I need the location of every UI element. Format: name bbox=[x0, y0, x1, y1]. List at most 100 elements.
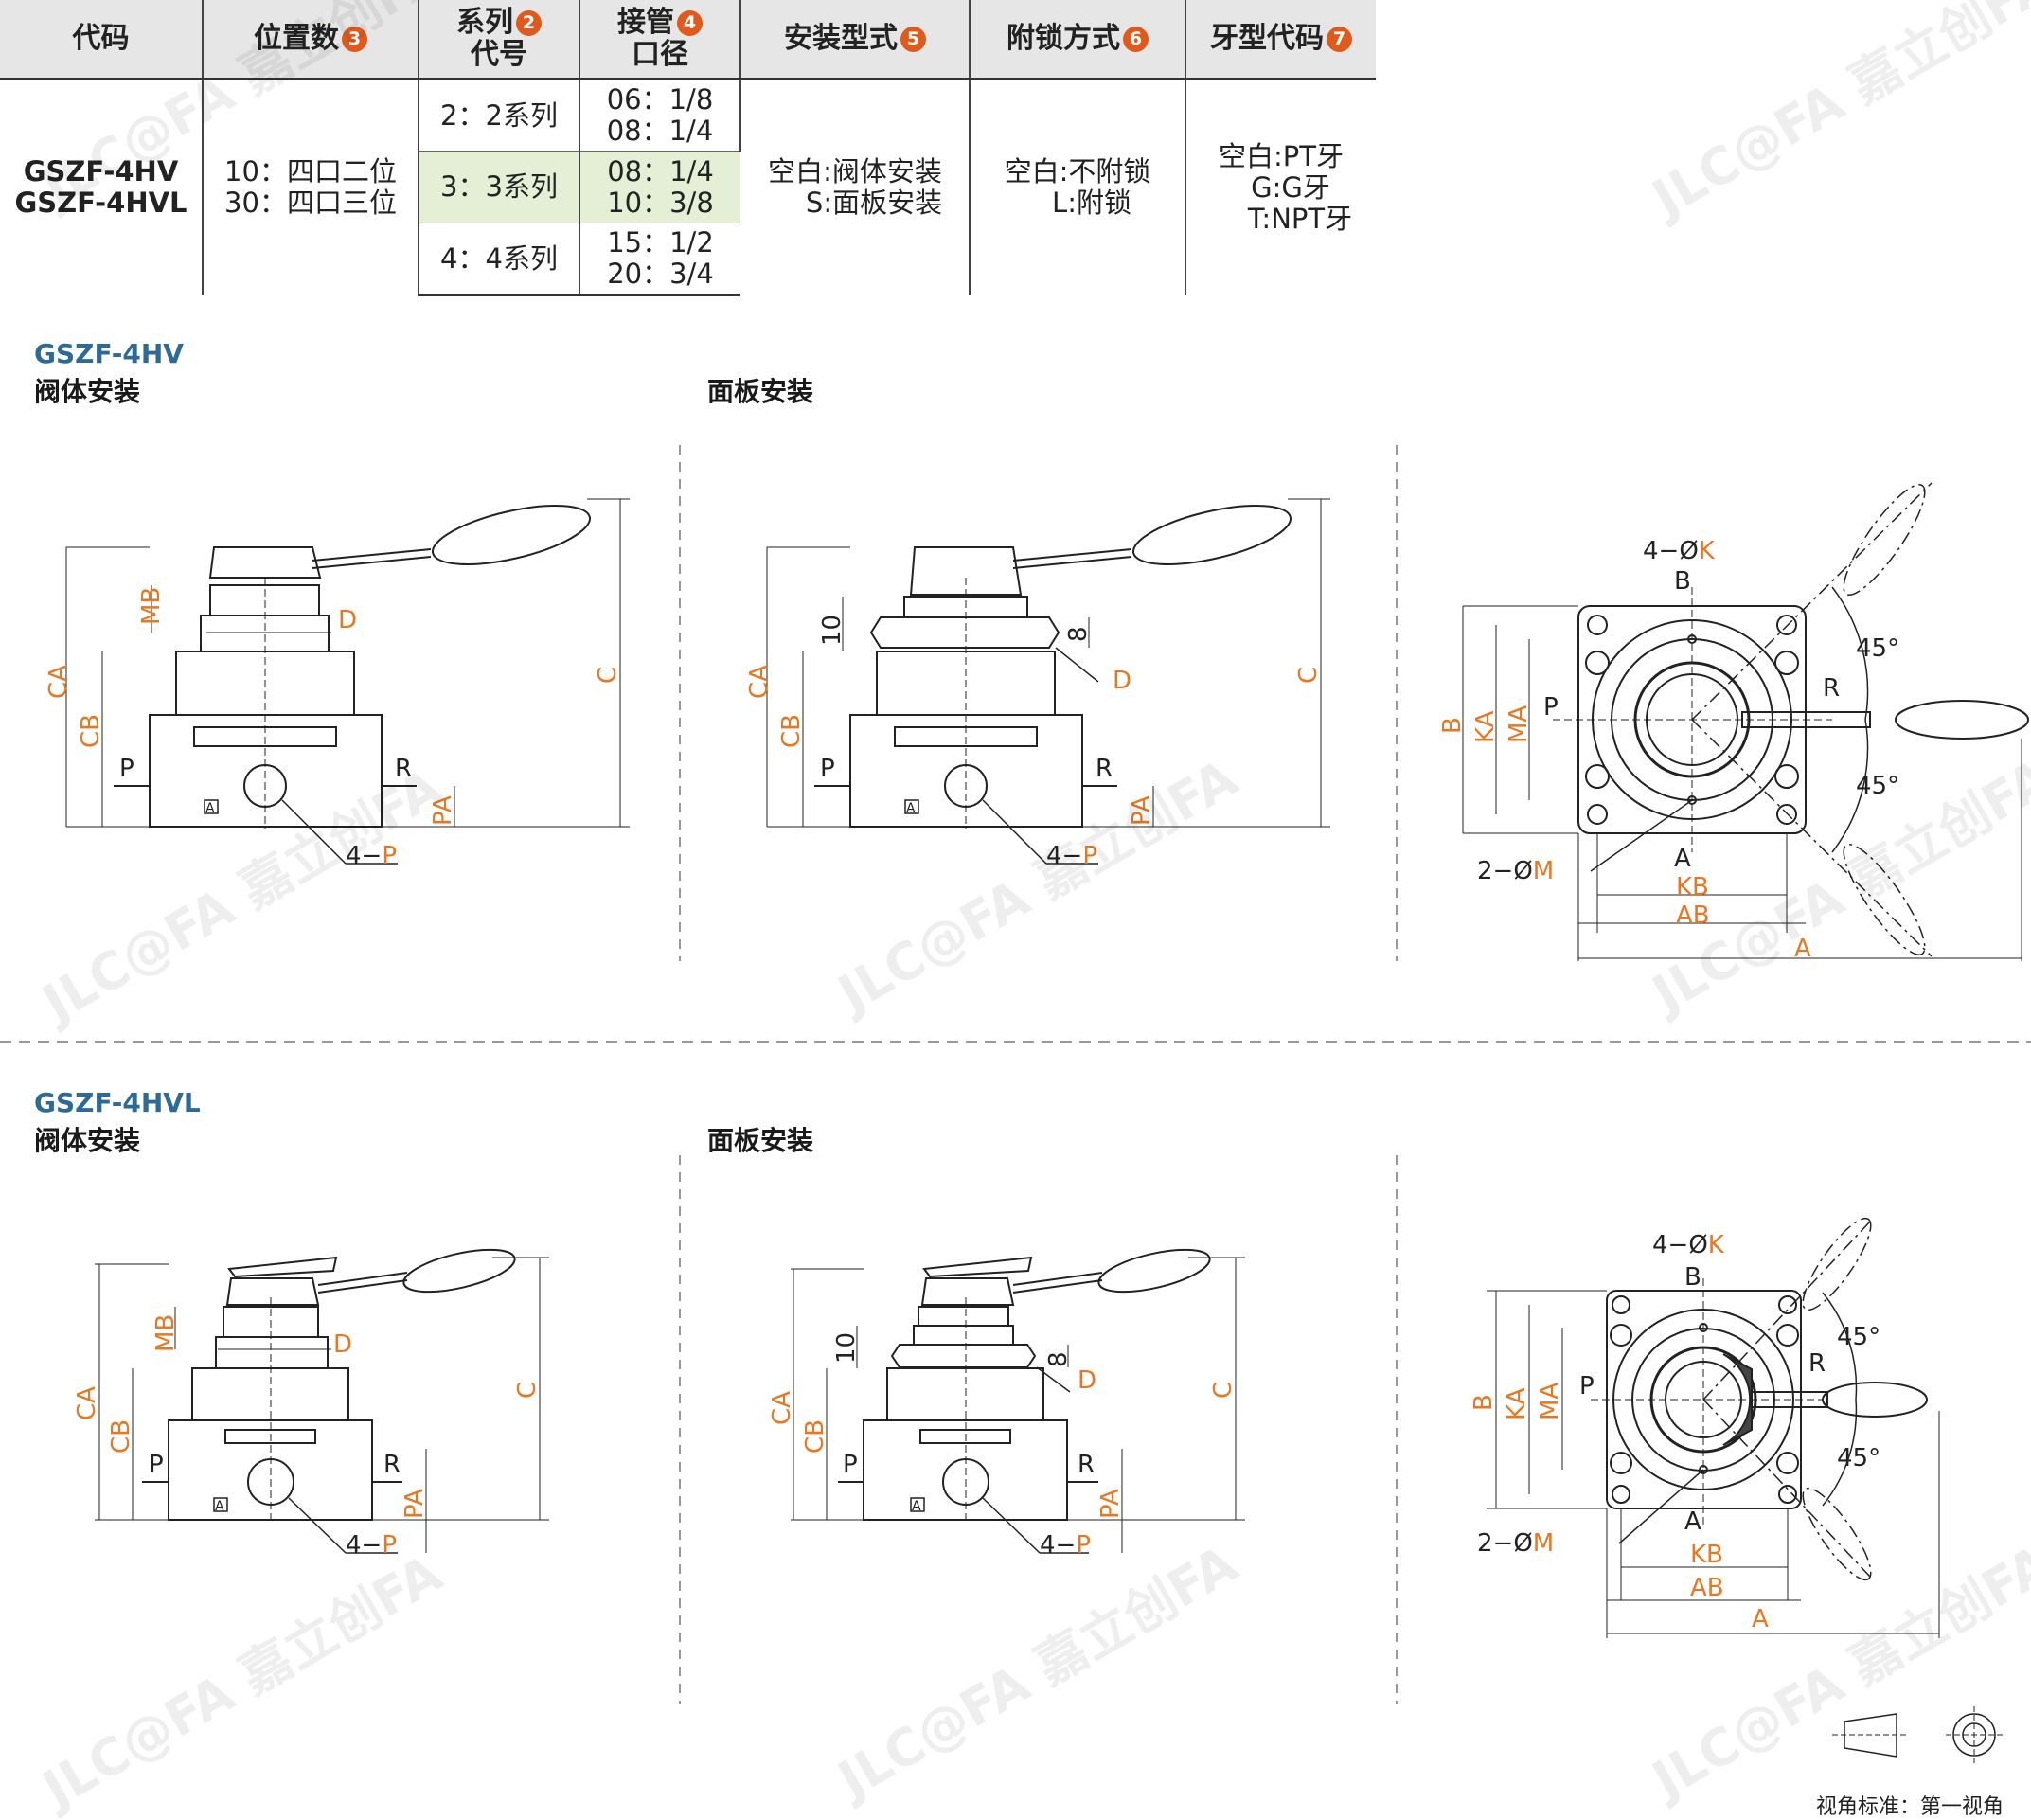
dim-a: A bbox=[1794, 935, 1811, 963]
svg-text:JLC@FA 嘉立创FA: JLC@FA 嘉立创FA bbox=[30, 0, 453, 221]
dim-8: 8 bbox=[1044, 1351, 1073, 1367]
dim-ca: CA bbox=[745, 665, 774, 699]
dim-pa: PA bbox=[401, 1489, 429, 1519]
port-a-label: A bbox=[1674, 845, 1691, 873]
dim-cb: CB bbox=[77, 714, 105, 748]
svg-text:JLC@FA 嘉立创FA: JLC@FA 嘉立创FA bbox=[30, 1543, 453, 1818]
angle-45: 45° bbox=[1837, 1444, 1880, 1472]
port-p-label: P bbox=[843, 1451, 858, 1479]
dim-cb: CB bbox=[777, 714, 806, 748]
hole-k-callout: 4−ØK bbox=[1652, 1231, 1725, 1259]
svg-text:JLC@FA 嘉立创FA: JLC@FA 嘉立创FA bbox=[826, 1534, 1248, 1812]
dim-kb: KB bbox=[1676, 873, 1709, 901]
box-mark: A bbox=[912, 1499, 921, 1514]
dim-ka: KA bbox=[1471, 710, 1500, 743]
svg-text:JLC@FA 嘉立创FA: JLC@FA 嘉立创FA bbox=[826, 748, 1248, 1026]
hole-m-callout: 2−ØM bbox=[1477, 857, 1554, 885]
dim-c: C bbox=[1294, 667, 1323, 684]
dim-pa: PA bbox=[1096, 1489, 1125, 1519]
drawing-hv-body bbox=[65, 498, 630, 865]
section-body-mount-hv: 阀体安装 bbox=[34, 376, 141, 407]
port-callout: 4−P bbox=[346, 1531, 397, 1560]
drawing-hv-panel bbox=[766, 498, 1330, 865]
section-panel-mount-hvl: 面板安装 bbox=[707, 1125, 814, 1156]
cell-series-2: 2：2系列 bbox=[419, 79, 580, 152]
section-body-mount-hvl: 阀体安装 bbox=[34, 1125, 141, 1156]
badge-6: 6 bbox=[1123, 27, 1149, 52]
port-p-label: P bbox=[1579, 1372, 1595, 1401]
cell-series-4: 4：4系列 bbox=[419, 223, 580, 296]
port-p-label: P bbox=[119, 755, 134, 783]
section-panel-mount-hv: 面板安装 bbox=[707, 376, 814, 407]
dim-ma: MA bbox=[1505, 705, 1533, 743]
dim-d: D bbox=[333, 1330, 352, 1359]
dim-cb: CB bbox=[107, 1419, 135, 1454]
port-callout: 4−P bbox=[1040, 1531, 1091, 1560]
badge-3: 3 bbox=[342, 27, 367, 52]
port-r-label: R bbox=[1096, 755, 1113, 783]
port-p-label: P bbox=[820, 755, 835, 783]
section-title-hvl: GSZF-4HVL bbox=[34, 1087, 201, 1118]
dim-cb: CB bbox=[801, 1419, 829, 1454]
badge-7: 7 bbox=[1327, 27, 1352, 52]
drawing-hv-top bbox=[1462, 482, 2029, 961]
projection-note: 视角标准：第一视角 bbox=[1816, 1795, 2004, 1819]
dim-mb: MB bbox=[137, 587, 166, 625]
dim-ma: MA bbox=[1536, 1383, 1564, 1420]
dim-pa: PA bbox=[429, 795, 457, 826]
first-angle-symbol bbox=[1832, 1706, 2003, 1763]
port-b-label: B bbox=[1674, 567, 1691, 596]
hole-k-callout: 4−ØK bbox=[1643, 537, 1716, 565]
dim-8: 8 bbox=[1064, 626, 1093, 642]
dim-ab: AB bbox=[1690, 1574, 1724, 1602]
badge-2: 2 bbox=[516, 10, 542, 36]
badge-4: 4 bbox=[677, 10, 703, 36]
drawing-hvl-top bbox=[1487, 1217, 1940, 1638]
dim-c: C bbox=[594, 667, 622, 684]
badge-5: 5 bbox=[900, 27, 926, 52]
dim-ca: CA bbox=[73, 1386, 101, 1420]
dim-pa: PA bbox=[1128, 795, 1156, 826]
dim-b: B bbox=[1470, 1394, 1498, 1411]
angle-45: 45° bbox=[1856, 634, 1899, 663]
box-mark: A bbox=[205, 801, 215, 816]
dim-kb: KB bbox=[1690, 1541, 1723, 1569]
port-b-label: B bbox=[1684, 1263, 1701, 1292]
svg-text:JLC@FA 嘉立创FA: JLC@FA 嘉立创FA bbox=[1640, 0, 2031, 230]
port-r-label: R bbox=[395, 755, 412, 783]
port-r-label: R bbox=[1078, 1451, 1095, 1479]
dim-10: 10 bbox=[818, 615, 846, 646]
port-r-label: R bbox=[1808, 1349, 1826, 1378]
port-r-label: R bbox=[1823, 674, 1840, 703]
dim-d: D bbox=[338, 606, 357, 634]
box-mark: A bbox=[215, 1499, 224, 1514]
box-mark: A bbox=[906, 801, 916, 816]
dim-b: B bbox=[1438, 717, 1467, 734]
port-p-label: P bbox=[1543, 693, 1559, 722]
section-title-hv: GSZF-4HV bbox=[34, 338, 184, 369]
dim-ka: KA bbox=[1503, 1387, 1531, 1420]
dim-mb: MB bbox=[151, 1314, 180, 1352]
angle-45: 45° bbox=[1856, 772, 1899, 800]
port-callout: 4−P bbox=[1046, 842, 1097, 870]
dimension-labels: MB D CA CB C PA P R 4−P A 10 8 D CA CB C… bbox=[45, 537, 1899, 1633]
hole-m-callout: 2−ØM bbox=[1477, 1529, 1554, 1558]
dim-d: D bbox=[1078, 1366, 1096, 1395]
